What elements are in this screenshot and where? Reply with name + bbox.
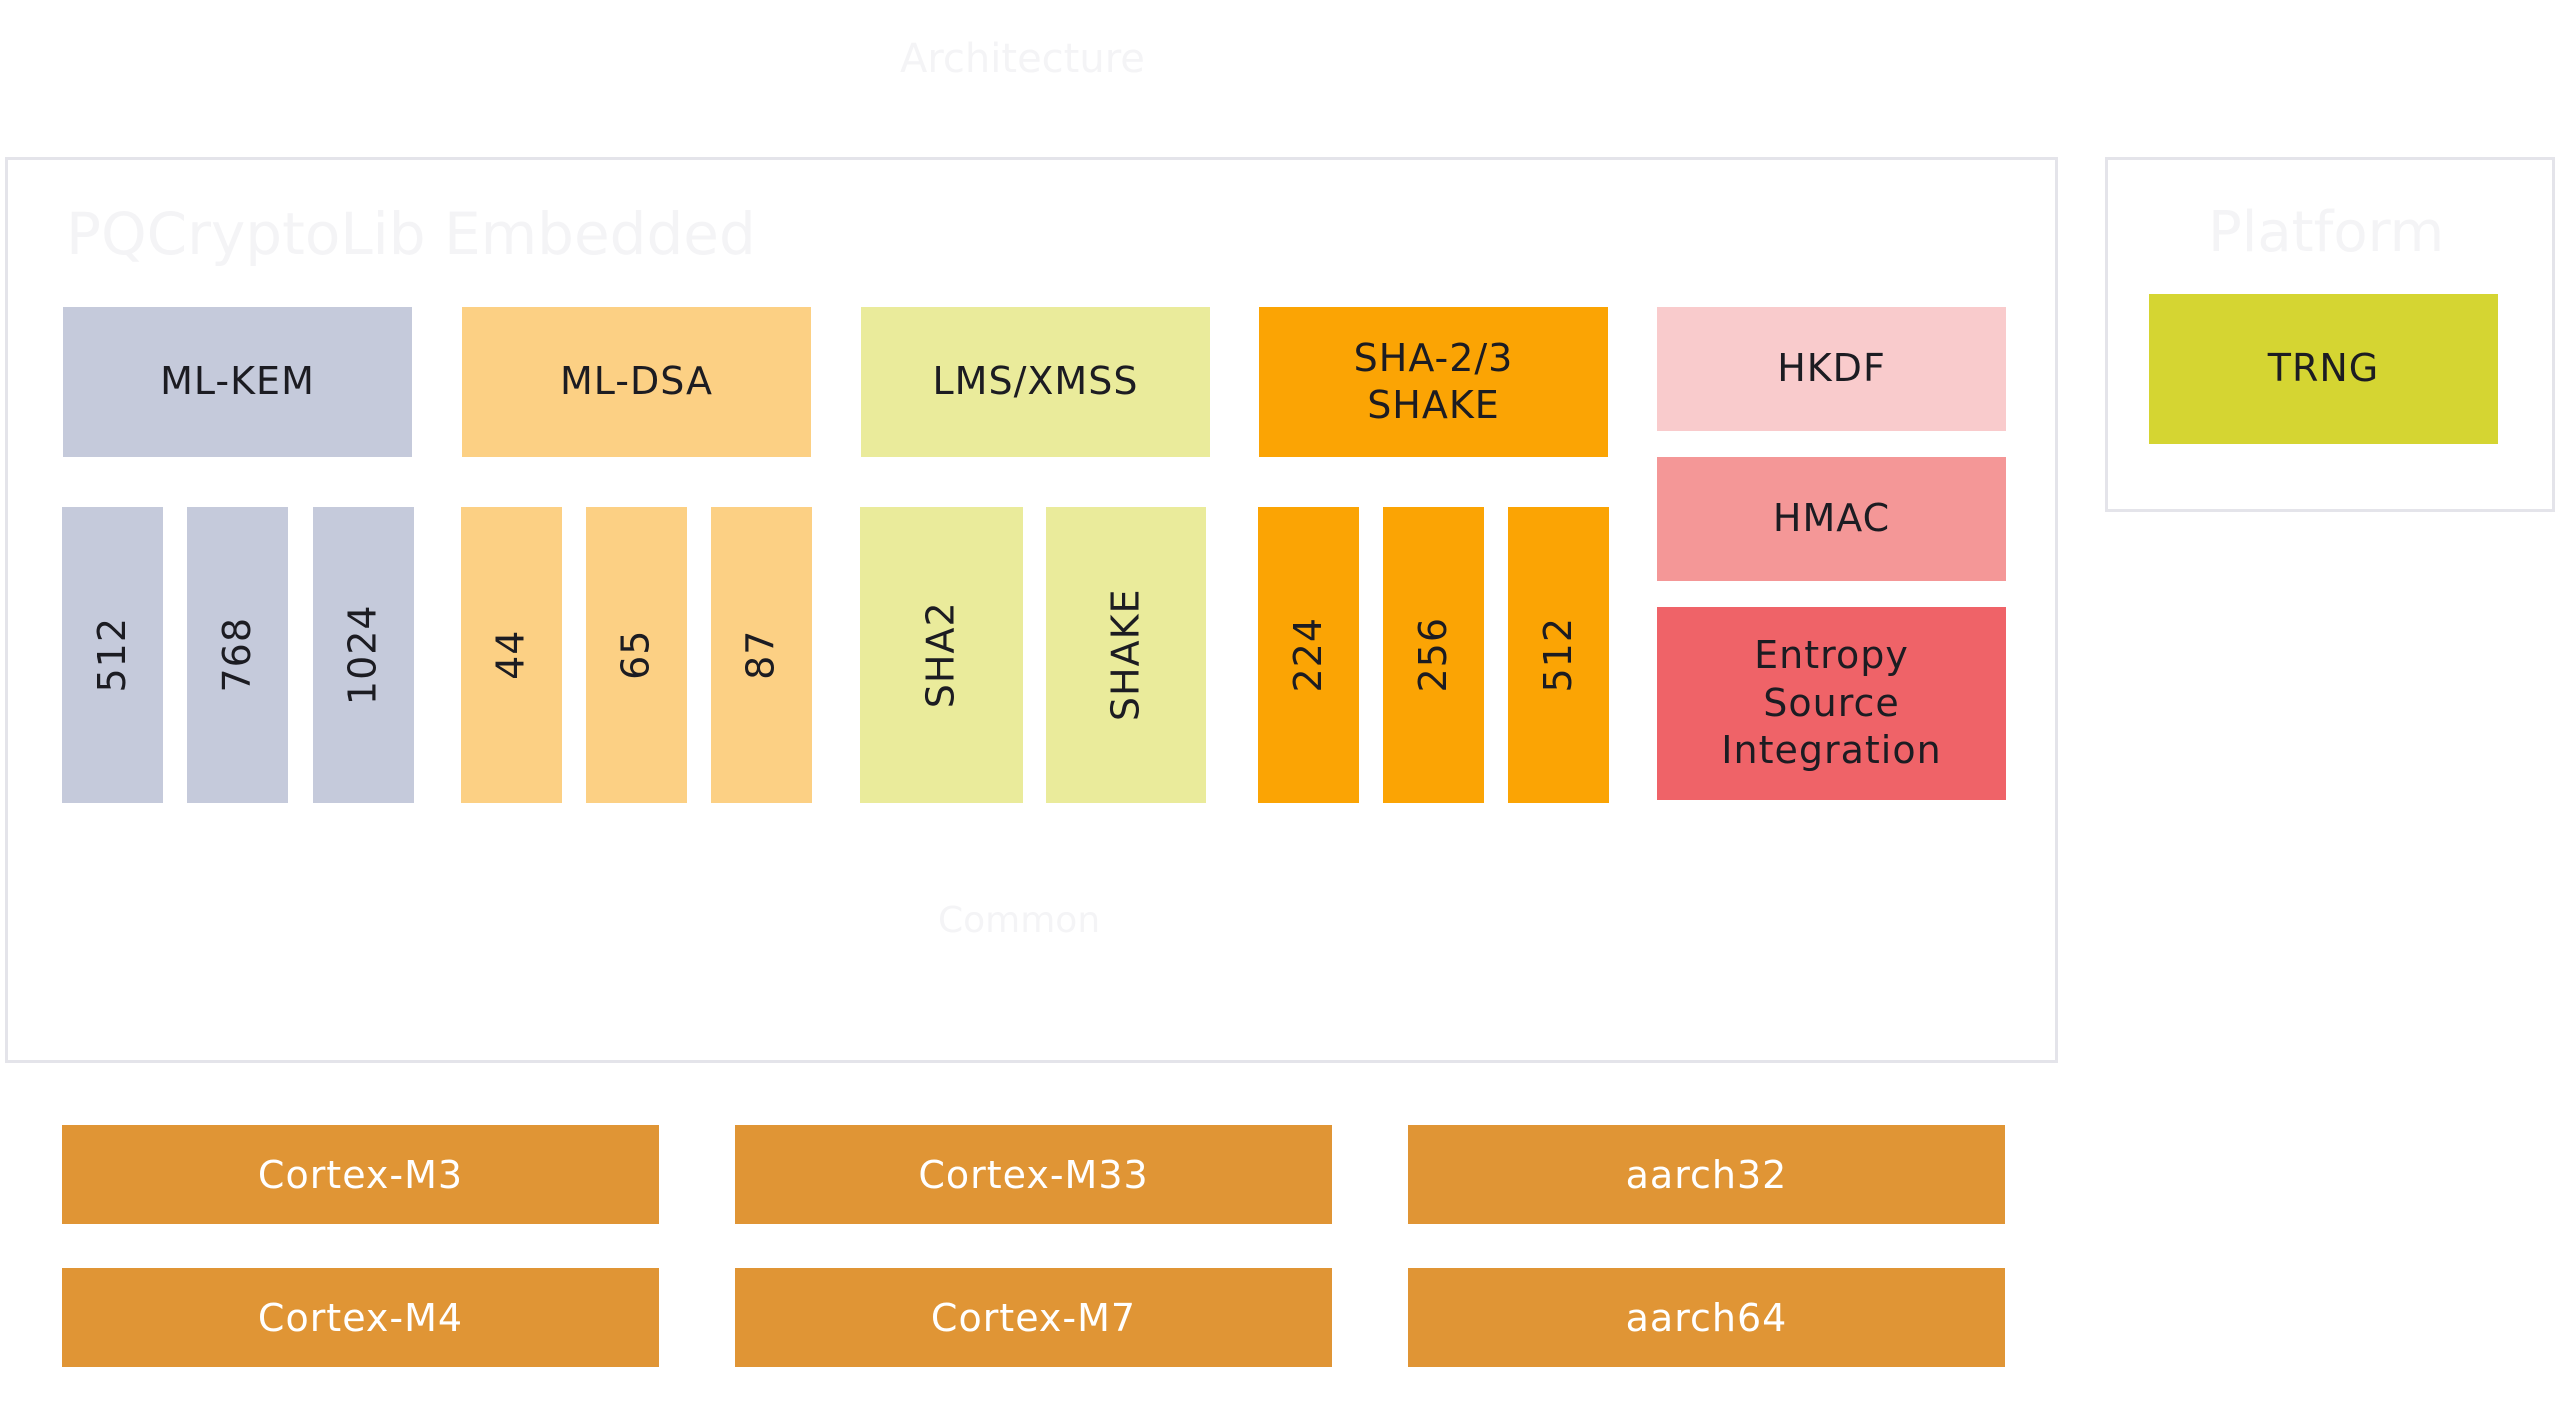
entropy-label-line3: Integration	[1721, 728, 1942, 773]
sha-224-label: 224	[1285, 617, 1330, 693]
trng-label: TRNG	[2267, 346, 2380, 391]
target-aarch32: aarch32	[1408, 1125, 2005, 1224]
entropy-source-block: Entropy Source Integration	[1657, 607, 2006, 800]
lms-xmss-sha2-label: SHA2	[918, 601, 963, 709]
ml-dsa-87-label: 87	[738, 629, 783, 681]
hkdf-label: HKDF	[1777, 346, 1886, 391]
trng-block: TRNG	[2149, 294, 2498, 444]
target-cortex-m7: Cortex-M7	[735, 1268, 1332, 1367]
sha-shake-label-line2: SHAKE	[1367, 383, 1500, 427]
ml-kem-512-block: 512	[62, 507, 163, 803]
library-footer: Common	[938, 900, 1101, 941]
ml-dsa-87-block: 87	[711, 507, 812, 803]
target-cortex-m4: Cortex-M4	[62, 1268, 659, 1367]
entropy-label-line2: Source	[1763, 680, 1900, 725]
hmac-label: HMAC	[1772, 496, 1891, 541]
library-title: PQCryptoLib Embedded	[66, 200, 756, 268]
target-cortex-m33-label: Cortex-M33	[918, 1152, 1149, 1197]
ml-dsa-block: ML-DSA	[462, 307, 811, 457]
sha-shake-block: SHA-2/3 SHAKE	[1259, 307, 1608, 457]
ml-kem-768-block: 768	[187, 507, 288, 803]
ml-kem-label: ML-KEM	[160, 359, 315, 404]
ml-kem-1024-label: 1024	[340, 604, 385, 706]
target-cortex-m3: Cortex-M3	[62, 1125, 659, 1224]
target-cortex-m3-label: Cortex-M3	[257, 1152, 464, 1197]
target-cortex-m33: Cortex-M33	[735, 1125, 1332, 1224]
ml-kem-1024-block: 1024	[313, 507, 414, 803]
lms-xmss-shake-block: SHAKE	[1046, 507, 1206, 803]
lms-xmss-label: LMS/XMSS	[932, 359, 1139, 404]
target-aarch32-label: aarch32	[1625, 1152, 1788, 1197]
target-cortex-m7-label: Cortex-M7	[930, 1295, 1137, 1340]
lms-xmss-sha2-block: SHA2	[860, 507, 1023, 803]
entropy-label-line1: Entropy	[1754, 633, 1909, 678]
ml-dsa-label: ML-DSA	[559, 359, 714, 404]
lms-xmss-shake-label: SHAKE	[1103, 588, 1148, 722]
sha-512-block: 512	[1508, 507, 1609, 803]
sha-shake-label-line1: SHA-2/3	[1353, 335, 1514, 380]
hkdf-block: HKDF	[1657, 307, 2006, 431]
ml-kem-512-label: 512	[89, 617, 134, 693]
hmac-block: HMAC	[1657, 457, 2006, 581]
ml-dsa-65-block: 65	[586, 507, 687, 803]
ml-dsa-44-block: 44	[461, 507, 562, 803]
target-cortex-m4-label: Cortex-M4	[257, 1295, 464, 1340]
lms-xmss-block: LMS/XMSS	[861, 307, 1210, 457]
ml-kem-768-label: 768	[214, 617, 259, 693]
platform-title: Platform	[2208, 200, 2445, 265]
sha-256-label: 256	[1410, 617, 1455, 693]
target-aarch64: aarch64	[1408, 1268, 2005, 1367]
ml-kem-block: ML-KEM	[63, 307, 412, 457]
architecture-heading: Architecture	[900, 36, 1145, 82]
ml-dsa-65-label: 65	[613, 629, 658, 681]
sha-224-block: 224	[1258, 507, 1359, 803]
ml-dsa-44-label: 44	[488, 629, 533, 681]
sha-256-block: 256	[1383, 507, 1484, 803]
target-aarch64-label: aarch64	[1625, 1295, 1788, 1340]
sha-512-label: 512	[1535, 617, 1580, 693]
